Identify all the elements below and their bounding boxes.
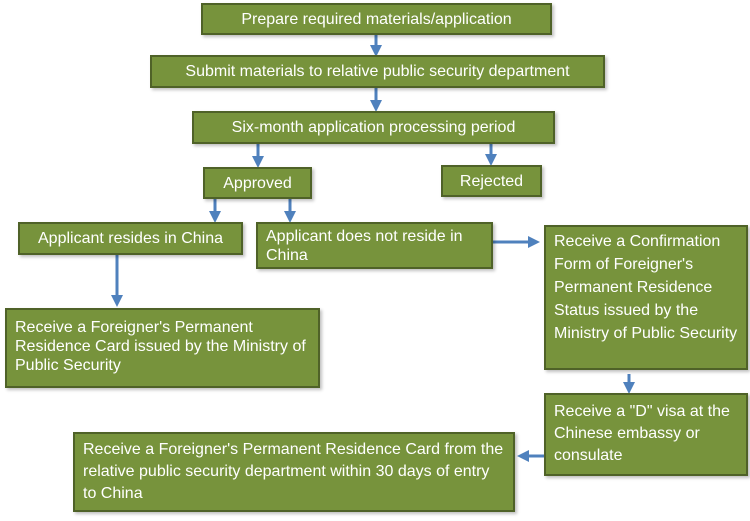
step-applicant-resides: Applicant resides in China bbox=[18, 222, 243, 255]
step-submit-materials: Submit materials to relative public secu… bbox=[150, 55, 605, 88]
step-applicant-not-reside: Applicant does not reside in China bbox=[256, 222, 493, 269]
step-processing-period: Six-month application processing period bbox=[192, 111, 555, 144]
step-processing-period-text: Six-month application processing period bbox=[231, 119, 516, 136]
step-card-from-local-department-text: Receive a Foreigner's Permanent Residenc… bbox=[83, 441, 504, 502]
step-card-from-ministry: Receive a Foreigner's Permanent Residenc… bbox=[5, 308, 320, 388]
step-confirmation-form-text: Receive a Confirmation Form of Foreigner… bbox=[554, 233, 738, 342]
step-rejected: Rejected bbox=[441, 165, 542, 197]
step-d-visa-text: Receive a "D" visa at the Chinese embass… bbox=[554, 403, 730, 464]
step-confirmation-form: Receive a Confirmation Form of Foreigner… bbox=[544, 225, 748, 370]
step-d-visa: Receive a "D" visa at the Chinese embass… bbox=[544, 393, 748, 476]
step-approved: Approved bbox=[203, 167, 312, 199]
step-submit-materials-text: Submit materials to relative public secu… bbox=[185, 63, 570, 80]
step-approved-text: Approved bbox=[223, 174, 292, 192]
step-applicant-resides-text: Applicant resides in China bbox=[38, 230, 223, 247]
step-prepare-materials: Prepare required materials/application bbox=[201, 3, 552, 35]
step-card-from-ministry-text: Receive a Foreigner's Permanent Residenc… bbox=[15, 319, 306, 374]
step-prepare-materials-text: Prepare required materials/application bbox=[241, 10, 512, 28]
step-applicant-not-reside-text: Applicant does not reside in China bbox=[266, 228, 463, 264]
step-card-from-local-department: Receive a Foreigner's Permanent Residenc… bbox=[73, 432, 515, 512]
step-rejected-text: Rejected bbox=[459, 172, 524, 190]
